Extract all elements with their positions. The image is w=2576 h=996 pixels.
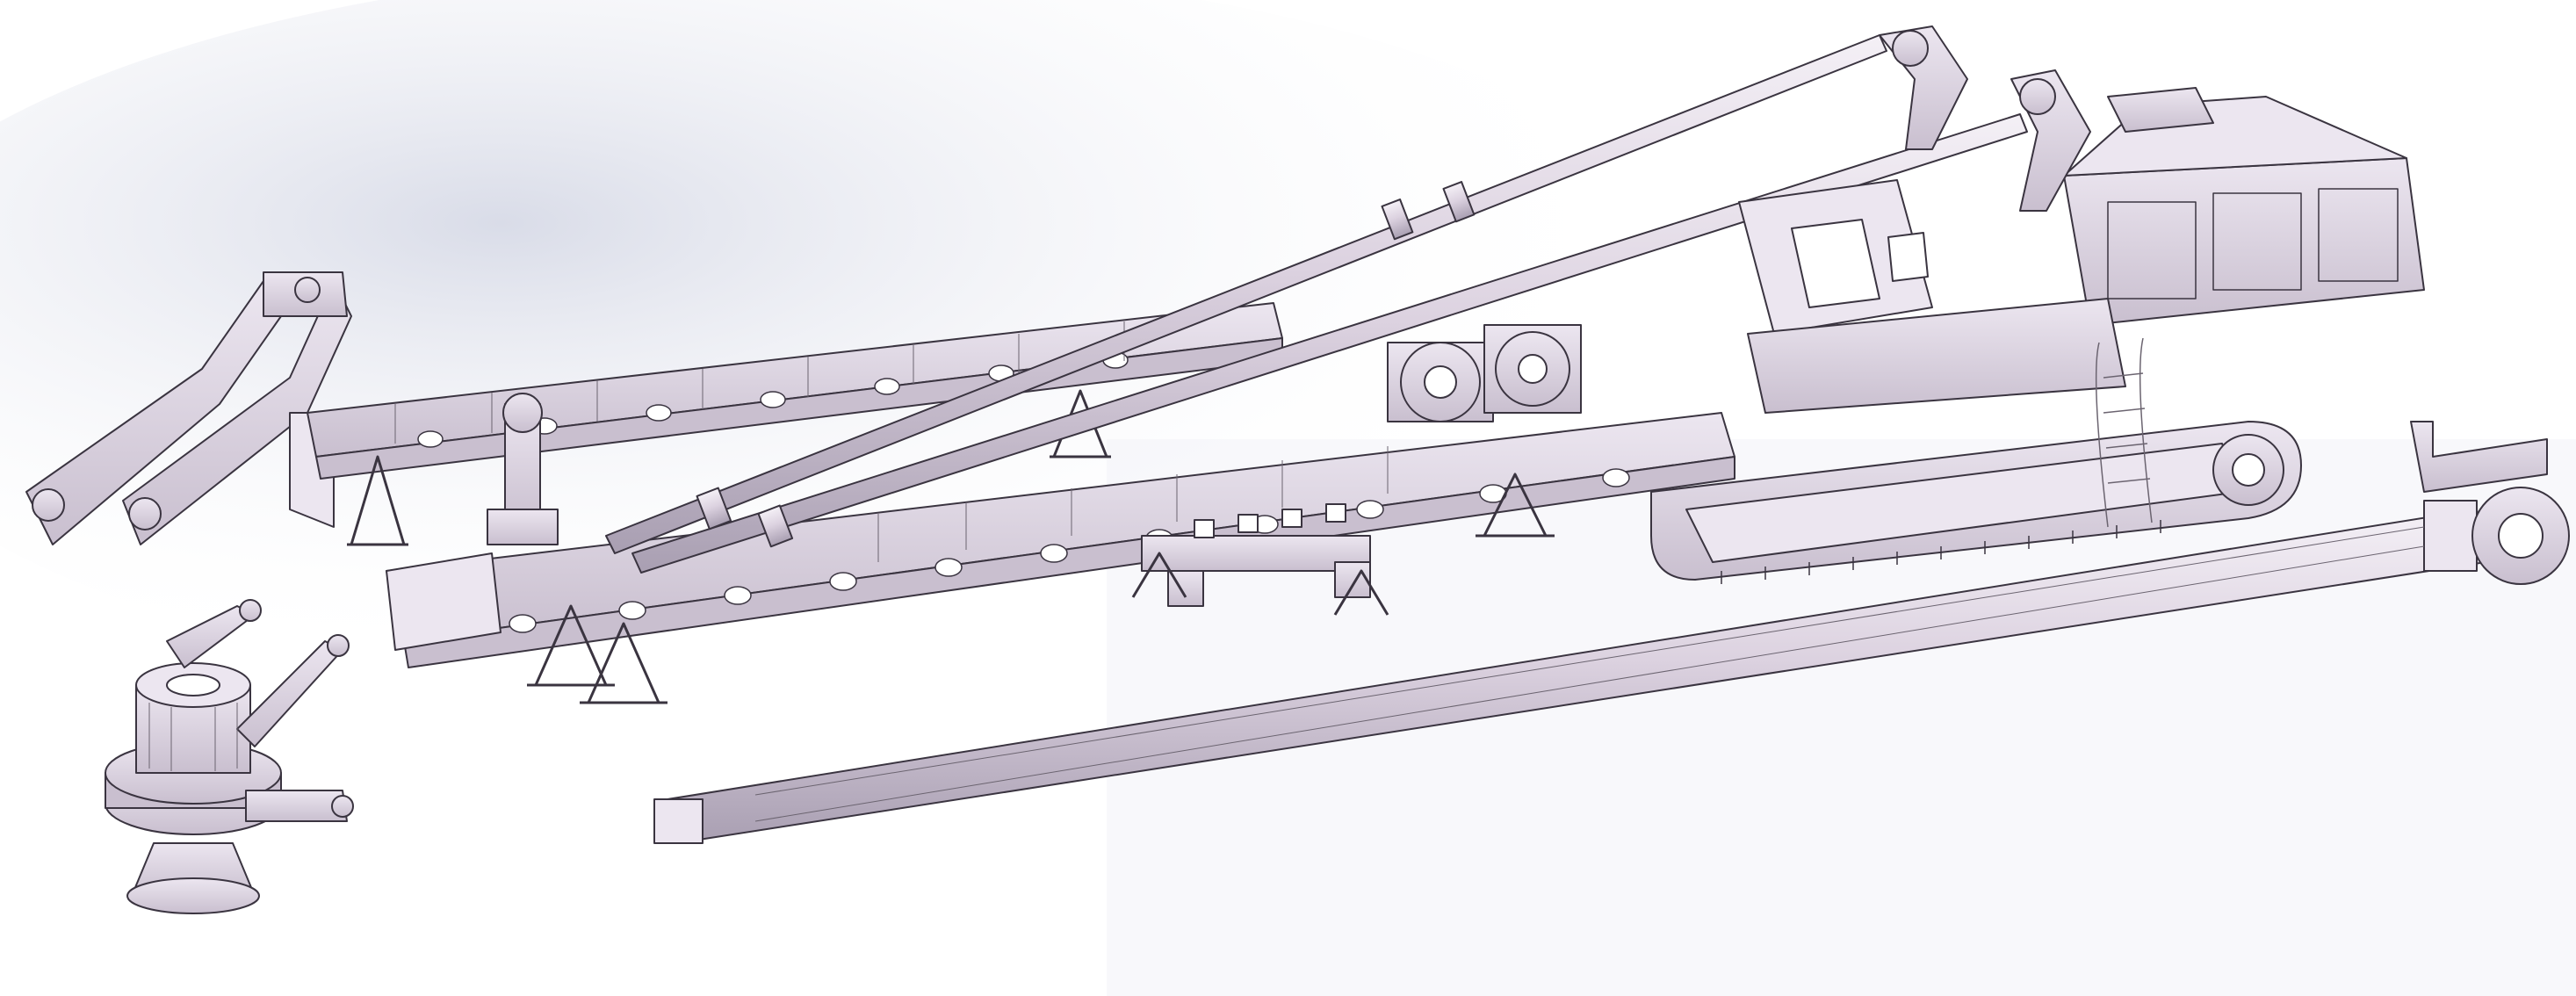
kelly-bracket [2410, 421, 2548, 493]
crawler-track [1650, 421, 2302, 584]
mast-clamp [1141, 503, 1371, 607]
rotary-drive-head [105, 599, 354, 914]
crown-sheave [487, 393, 559, 545]
support-stand [1131, 552, 1389, 616]
kelly-bar [653, 487, 2570, 844]
a-frame-bracket [25, 271, 352, 545]
winch-drum [1387, 324, 1582, 422]
luffing-cylinder [605, 34, 2028, 574]
lower-mast-section [386, 412, 1735, 668]
support-stand [527, 473, 1555, 704]
upperstructure [1738, 25, 2425, 528]
